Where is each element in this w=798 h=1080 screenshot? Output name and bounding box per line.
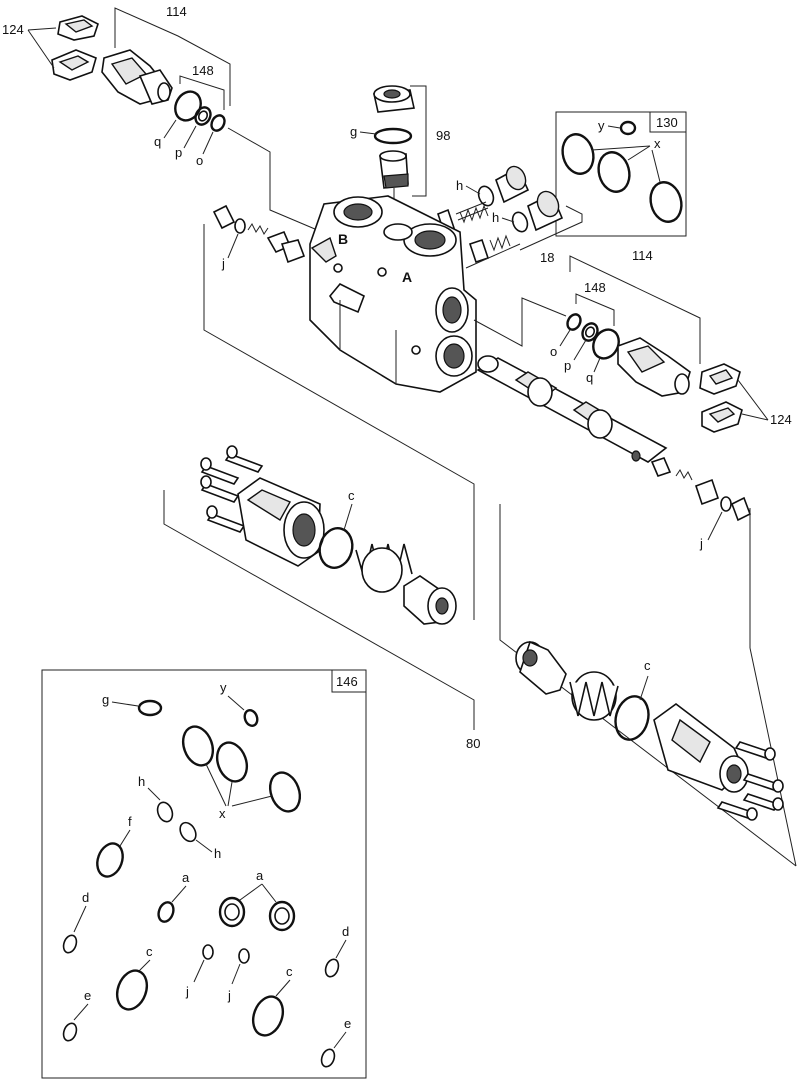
spring-seat-left — [403, 575, 457, 625]
label-y-130: y — [598, 118, 605, 133]
label-h-2: h — [492, 210, 499, 225]
kit-130-number: 130 — [656, 115, 678, 130]
kit-label-g: g — [102, 692, 109, 707]
spool — [476, 355, 668, 463]
callout-18: 18 — [540, 250, 554, 265]
kit-label-c2: c — [286, 964, 293, 979]
callout-148-right: 148 — [584, 280, 606, 295]
callout-80: 80 — [466, 736, 480, 751]
spool-end-parts — [650, 457, 752, 522]
spring-cap-right — [653, 703, 749, 793]
clip-124-top-left — [51, 15, 99, 81]
callout-148-top: 148 — [192, 63, 214, 78]
seal-c-right — [614, 695, 650, 741]
kit-label-j2: j — [227, 988, 231, 1003]
label-o-top: o — [196, 153, 203, 168]
kit-label-y: y — [220, 680, 227, 695]
label-q-right: q — [586, 370, 593, 385]
label-p-right: p — [564, 358, 571, 373]
check-j-left — [212, 204, 306, 264]
label-g-top: g — [350, 124, 357, 139]
kit-label-d2: d — [342, 924, 349, 939]
valve-body — [309, 195, 477, 393]
callout-98: 98 — [436, 128, 450, 143]
screws-right — [716, 741, 784, 821]
kit-label-h2: h — [214, 846, 221, 861]
label-x-130: x — [654, 136, 661, 151]
kit-146-box: 146 g y x h h f a a d d — [41, 669, 367, 1079]
seals-148-top — [174, 90, 226, 132]
cartridge-114-top — [101, 49, 173, 105]
kit-label-d1: d — [82, 890, 89, 905]
label-j-right: j — [699, 536, 703, 551]
callout-114-top: 114 — [166, 4, 187, 19]
seals-148-right — [566, 313, 620, 360]
kit-label-a1: a — [182, 870, 190, 885]
port-label-A: A — [402, 269, 412, 285]
spring-seat-right — [515, 640, 567, 695]
callout-124-top: 124 — [2, 22, 24, 37]
label-q-top: q — [154, 134, 161, 149]
kit-label-e1: e — [84, 988, 91, 1003]
kit-130-box: 130 y x — [555, 111, 687, 237]
kit-label-a2: a — [256, 868, 264, 883]
label-o-right: o — [550, 344, 557, 359]
label-c-right: c — [644, 658, 651, 673]
check-assembly-18-lower — [468, 190, 564, 264]
label-p-top: p — [175, 145, 182, 160]
label-h-1: h — [456, 178, 463, 193]
label-c-left: c — [348, 488, 355, 503]
cartridge-114-right — [617, 337, 691, 397]
check-assembly-18-upper — [437, 165, 530, 234]
kit-label-j1: j — [185, 984, 189, 999]
kit-label-e2: e — [344, 1016, 351, 1031]
kit-label-x: x — [219, 806, 226, 821]
callout-124-right: 124 — [770, 412, 792, 427]
clip-124-right — [699, 363, 743, 433]
plug-98 — [373, 85, 415, 218]
kit-label-h1: h — [138, 774, 145, 789]
kit-label-c1: c — [146, 944, 153, 959]
spring-right — [569, 671, 619, 721]
label-j-left: j — [221, 256, 225, 271]
seal-c-left — [318, 527, 354, 569]
kit-146-number: 146 — [336, 674, 358, 689]
callout-114-right: 114 — [632, 248, 653, 263]
spring-cap-left — [237, 477, 325, 567]
port-label-B: B — [338, 231, 348, 247]
kit-label-f: f — [128, 814, 132, 829]
spring-left — [355, 543, 413, 593]
screws-left — [200, 445, 264, 533]
